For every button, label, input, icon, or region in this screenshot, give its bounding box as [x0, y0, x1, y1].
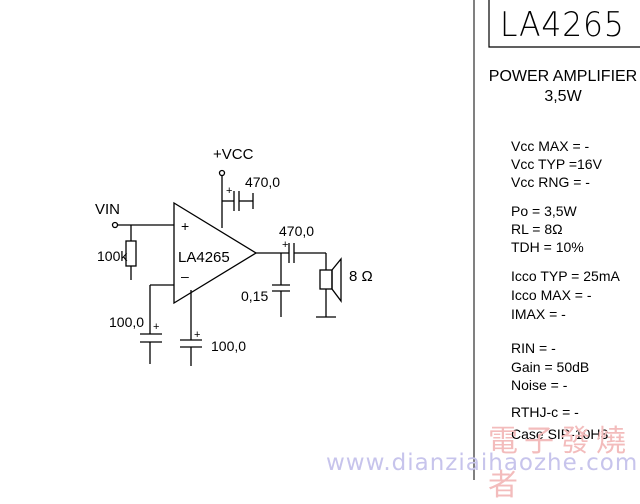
left-cap-polarity: +: [153, 321, 160, 333]
input-terminal: [111, 221, 119, 229]
amp-minus-sign: –: [181, 268, 189, 284]
output-cap-polarity: +: [282, 239, 289, 251]
spec-vcc-max: Vcc MAX = -: [511, 138, 590, 154]
vin-label: VIN: [95, 201, 121, 218]
title-box-frame: [473, 0, 640, 480]
description-line-2: 3,5W: [544, 88, 582, 105]
zobel-cap-value: 0,15: [241, 288, 269, 304]
spec-icco-typ: Icco TYP = 25mA: [511, 268, 620, 284]
spec-vcc-rng: Vcc RNG = -: [511, 174, 590, 190]
spec-gain: Gain = 50dB: [511, 359, 590, 375]
speaker-impedance: 8 Ω: [349, 268, 373, 285]
spec-noise: Noise = -: [511, 377, 568, 393]
vcc-label: +VCC: [213, 146, 254, 163]
schematic-sheet: LA4265 POWER AMPLIFIER 3,5W Vcc MAX = - …: [95, 0, 640, 503]
spec-rthj: RTHJ-c = -: [511, 404, 579, 420]
supply-cap-value: 470,0: [245, 174, 281, 190]
speaker-coil: [319, 269, 333, 290]
vcc-terminal: [218, 169, 226, 177]
bottom-cap-value: 100,0: [211, 338, 247, 354]
amp-plus-sign: +: [181, 218, 190, 234]
spec-imax: IMAX = -: [511, 306, 566, 322]
circuit-diagram: [111, 169, 342, 366]
amplifier-label: LA4265: [178, 249, 230, 266]
supply-cap-polarity: +: [226, 185, 233, 197]
speaker-cone: [331, 257, 342, 303]
spec-case: Case SIP-10H3: [511, 426, 609, 442]
input-resistor: [125, 240, 137, 267]
input-resistor-value: 100k: [97, 248, 128, 264]
spec-vcc-typ: Vcc TYP =16V: [511, 156, 602, 172]
spec-icco-max: Icco MAX = -: [511, 287, 592, 303]
amplifier-triangle: [173, 201, 258, 305]
left-cap-value: 100,0: [109, 314, 145, 330]
spec-tdh: TDH = 10%: [511, 239, 584, 255]
output-cap-value: 470,0: [279, 223, 315, 239]
spec-rin: RIN = -: [511, 340, 556, 356]
bottom-cap-polarity: +: [194, 329, 201, 341]
description-line-1: POWER AMPLIFIER: [488, 68, 638, 85]
watermark-url: www.dianziaihaozhe.com: [326, 450, 639, 476]
spec-po: Po = 3,5W: [511, 203, 577, 219]
part-number-title: LA4265: [500, 5, 625, 45]
spec-rl: RL = 8Ω: [511, 221, 563, 237]
